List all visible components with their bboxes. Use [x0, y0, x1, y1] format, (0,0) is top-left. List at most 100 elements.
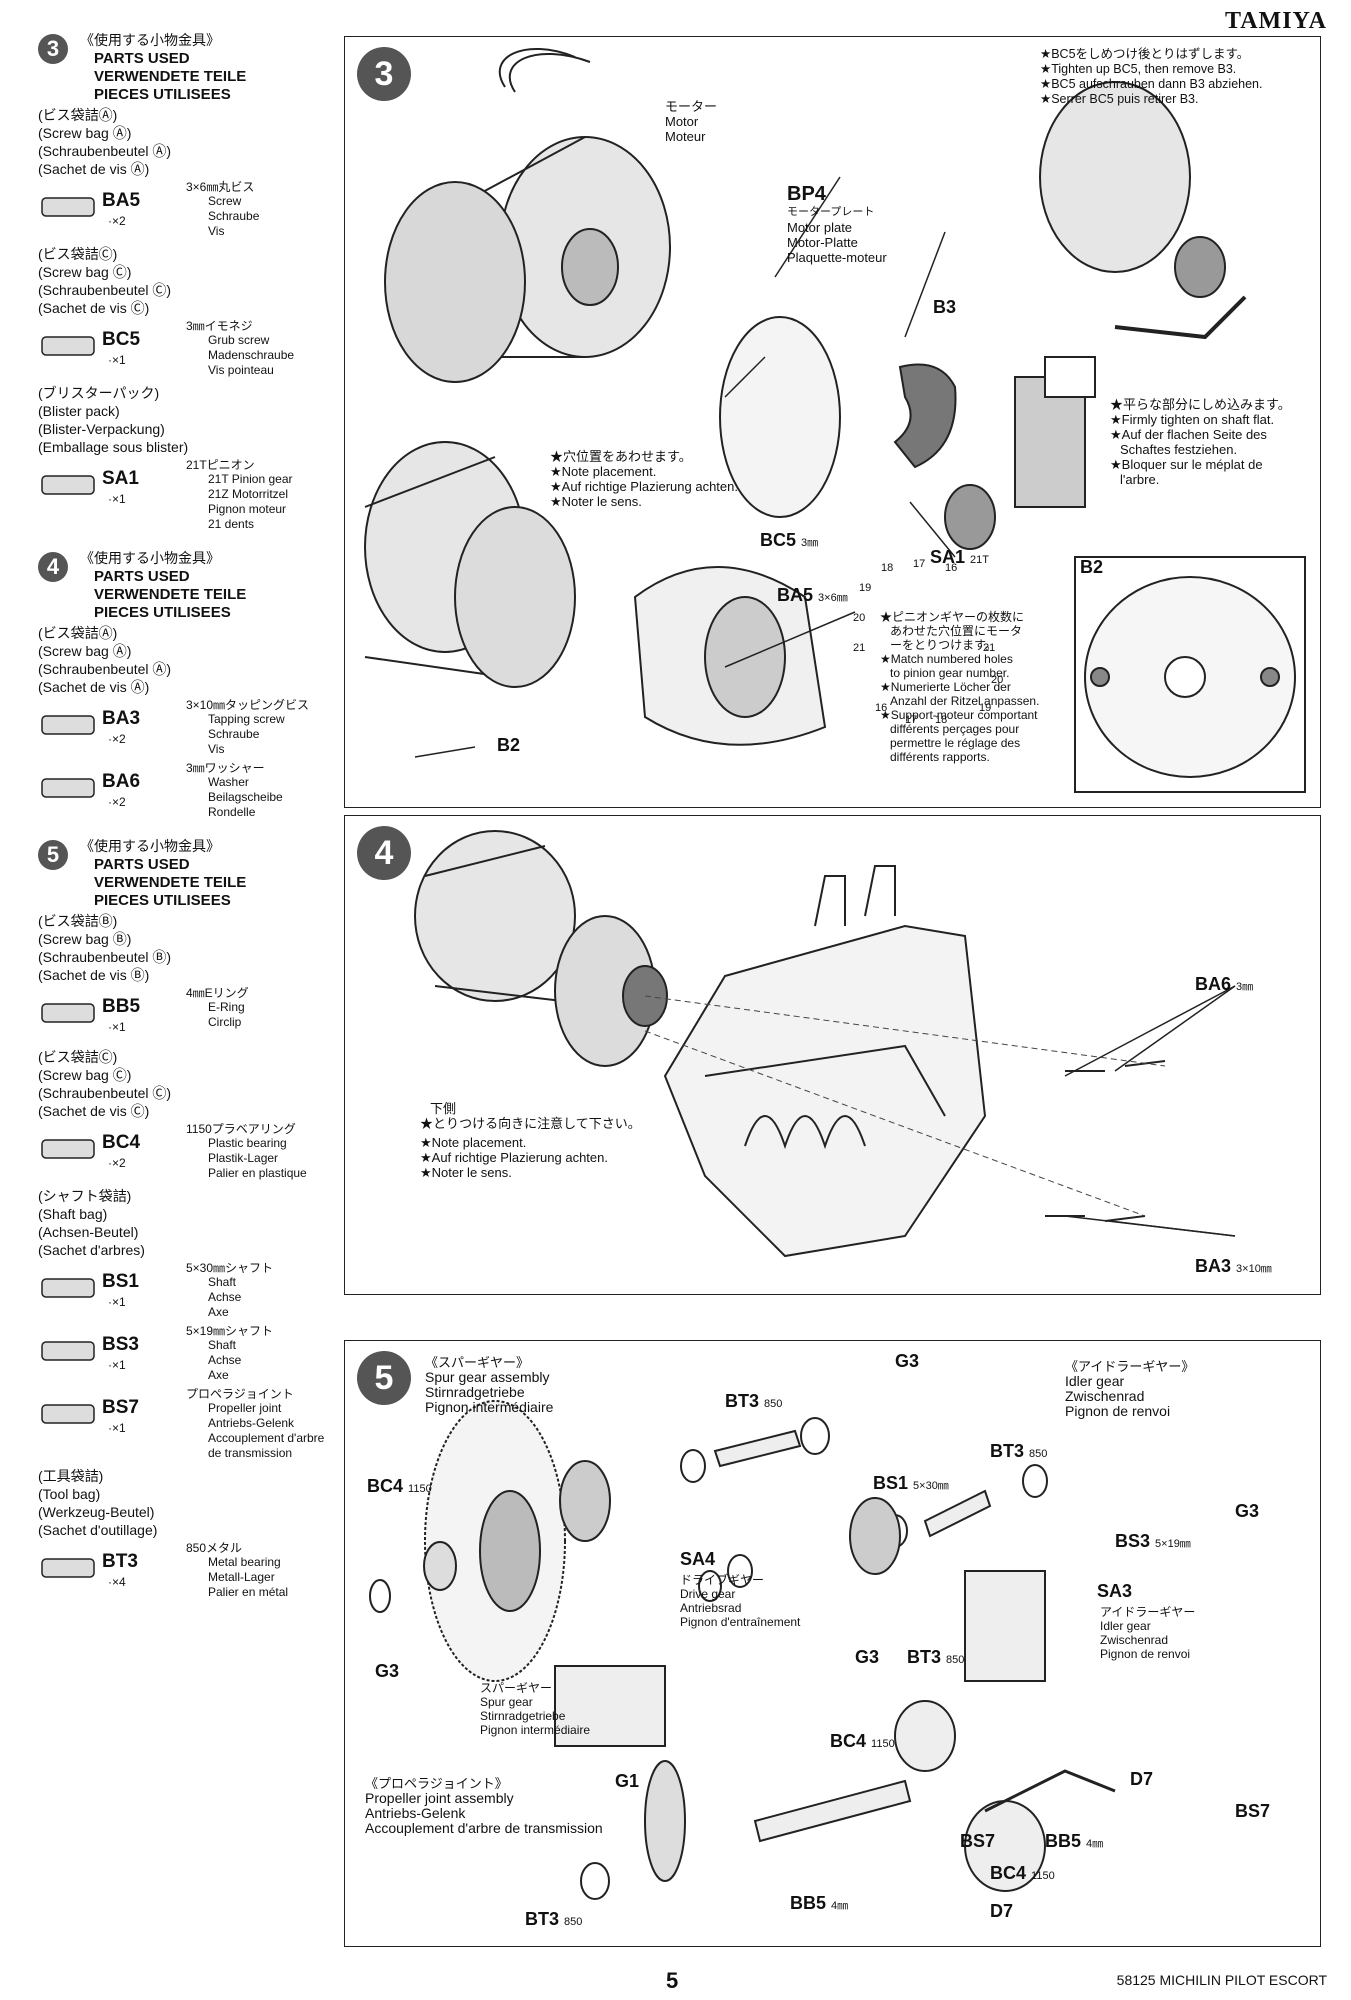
part-illustration — [41, 1278, 95, 1298]
step-3-illustration — [364, 48, 1306, 793]
bag-label: (ビス袋詰Ⓐ)(Screw bag Ⓐ)(Schraubenbeutel Ⓐ)(… — [38, 107, 172, 177]
d7-label-1: D7 — [1130, 1769, 1154, 1789]
b2-inset-label: B2 — [1080, 557, 1104, 577]
footer-model: 58125 MICHILIN PILOT ESCORT — [1116, 1972, 1327, 1988]
orientation-note: 下側★とりつける向きに注意して下さい。★Note placement.★Auf … — [420, 1101, 641, 1180]
part-qty: ·×1 — [108, 353, 126, 367]
part-jp-name: 4㎜Eリング — [186, 986, 249, 1000]
bc4-label-1: BC4 1150 — [367, 1476, 432, 1496]
part-qty: ·×2 — [108, 795, 126, 809]
bag-label: (工具袋詰)(Tool bag)(Werkzeug-Beutel)(Sachet… — [38, 1468, 158, 1538]
ba6-label: BA6 3㎜ — [1195, 974, 1254, 994]
b2-label: B2 — [497, 735, 521, 755]
bs7-label-2: BS7 — [960, 1831, 996, 1851]
part-illustration — [41, 778, 95, 798]
step-4-panel: 4 BA6 3㎜ BA3 3×10㎜ 下側★とりつける向きに注意して下さい。★N… — [344, 815, 1321, 1295]
part-code: SA1 — [102, 468, 139, 489]
bt3-label-4: BT3 850 — [525, 1909, 583, 1929]
part-illustration — [41, 1341, 95, 1361]
step-5-panel: 5 《スパーギヤー》Spur gear ass — [344, 1340, 1321, 1947]
parts-used-jp: 《使用する小物金具》 — [80, 32, 220, 48]
part-jp-name: 5×19㎜シャフト — [186, 1324, 274, 1338]
page-number: 5 — [666, 1968, 679, 1993]
bag-label: (シャフト袋詰)(Shaft bag)(Achsen-Beutel)(Sache… — [38, 1188, 145, 1258]
placement-note: ★穴位置をあわせます。★Note placement.★Auf richtige… — [550, 449, 738, 509]
part-code: BS1 — [102, 1271, 139, 1292]
step-4-illustration — [414, 830, 1236, 1258]
part-illustration — [41, 475, 95, 495]
part-jp-name: 3㎜イモネジ — [186, 319, 253, 333]
part-qty: ·×1 — [108, 1020, 126, 1034]
part-qty: ·×1 — [108, 1295, 126, 1309]
hole-number: 20 — [853, 612, 866, 624]
shaft-flat-note: ★平らな部分にしめ込みます。★Firmly tighten on shaft f… — [1110, 397, 1291, 487]
parts-used-jp: 《使用する小物金具》 — [80, 550, 220, 566]
bag-label: (ビス袋詰Ⓒ)(Screw bag Ⓒ)(Schraubenbeutel Ⓒ)(… — [38, 1049, 172, 1119]
step-number: 5 — [38, 840, 68, 870]
step-5-illustration — [369, 1400, 1116, 1900]
bc5-label: BC5 3㎜ — [760, 530, 819, 550]
step-number: 4 — [38, 552, 68, 582]
part-code: BT3 — [102, 1551, 138, 1572]
part-jp-name: 1150プラベアリング — [186, 1122, 296, 1136]
hole-number: 18 — [881, 562, 894, 574]
part-qty: ·×2 — [108, 1156, 126, 1170]
part-qty: ·×1 — [108, 492, 126, 506]
bag-label: (ビス袋詰Ⓑ)(Screw bag Ⓑ)(Schraubenbeutel Ⓑ)(… — [38, 913, 172, 983]
part-jp-name: 850メタル — [186, 1541, 243, 1555]
bs7-label-1: BS7 — [1235, 1801, 1271, 1821]
step-number: 3 — [38, 34, 68, 64]
part-code: BA6 — [102, 771, 141, 792]
bc4-label-2: BC4 1150 — [830, 1731, 895, 1751]
part-code: BS3 — [102, 1334, 139, 1355]
bs3-label: BS3 5×19㎜ — [1115, 1531, 1191, 1551]
part-qty: ·×1 — [108, 1421, 126, 1435]
part-illustration — [41, 197, 95, 217]
hole-number: 19 — [979, 702, 992, 714]
hole-number: 19 — [859, 582, 872, 594]
part-qty: ·×2 — [108, 214, 126, 228]
hole-number: 17 — [905, 714, 918, 726]
hole-number: 17 — [913, 558, 926, 570]
hole-number: 20 — [991, 674, 1004, 686]
bb5-label-2: BB5 4㎜ — [790, 1893, 849, 1913]
step-number: 4 — [357, 826, 411, 880]
part-jp-name: 3㎜ワッシャー — [186, 761, 265, 775]
step-number: 5 — [357, 1351, 411, 1405]
part-jp-name: プロペラジョイント — [186, 1387, 294, 1401]
part-qty: ·×4 — [108, 1575, 126, 1589]
hole-number: 18 — [935, 714, 948, 726]
part-illustration — [41, 336, 95, 356]
bag-label: (ビス袋詰Ⓒ)(Screw bag Ⓒ)(Schraubenbeutel Ⓒ)(… — [38, 246, 172, 316]
bp4-code: BP4 — [787, 183, 826, 205]
part-jp-name: 21Tピニオン — [186, 458, 255, 472]
b3-label: B3 — [933, 297, 957, 317]
bc4-label-3: BC4 1150 — [990, 1863, 1055, 1883]
part-code: BC4 — [102, 1132, 141, 1153]
g3-label-top: G3 — [895, 1351, 920, 1371]
g1-label: G1 — [615, 1771, 640, 1791]
part-qty: ·×1 — [108, 1358, 126, 1372]
brand-logo: TAMIYA — [1224, 8, 1327, 34]
